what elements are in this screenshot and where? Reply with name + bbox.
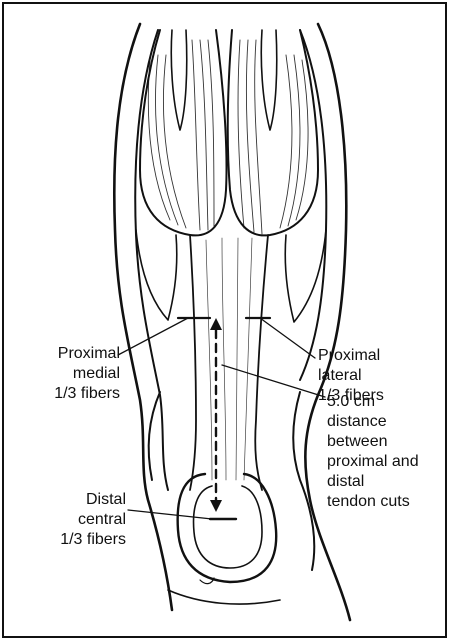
leader-proximal-medial	[118, 318, 188, 355]
leg-outline-right	[305, 24, 350, 620]
leader-distance	[222, 365, 325, 397]
label-distance: 5.0 cm distance between proximal and dis…	[327, 392, 445, 512]
label-proximal-medial: Proximal medial 1/3 fibers	[36, 344, 120, 404]
arrowhead-up	[210, 318, 222, 330]
leader-distal-central	[128, 510, 212, 519]
achilles-left	[190, 235, 196, 490]
leg-outline-right-inner	[300, 30, 326, 380]
achilles-right	[255, 235, 268, 490]
label-distal-central: Distal central 1/3 fibers	[40, 490, 126, 550]
arrowhead-down	[210, 500, 222, 512]
heel-inner	[194, 486, 262, 568]
lateral-head	[228, 30, 318, 235]
leader-proximal-lateral	[260, 318, 315, 358]
